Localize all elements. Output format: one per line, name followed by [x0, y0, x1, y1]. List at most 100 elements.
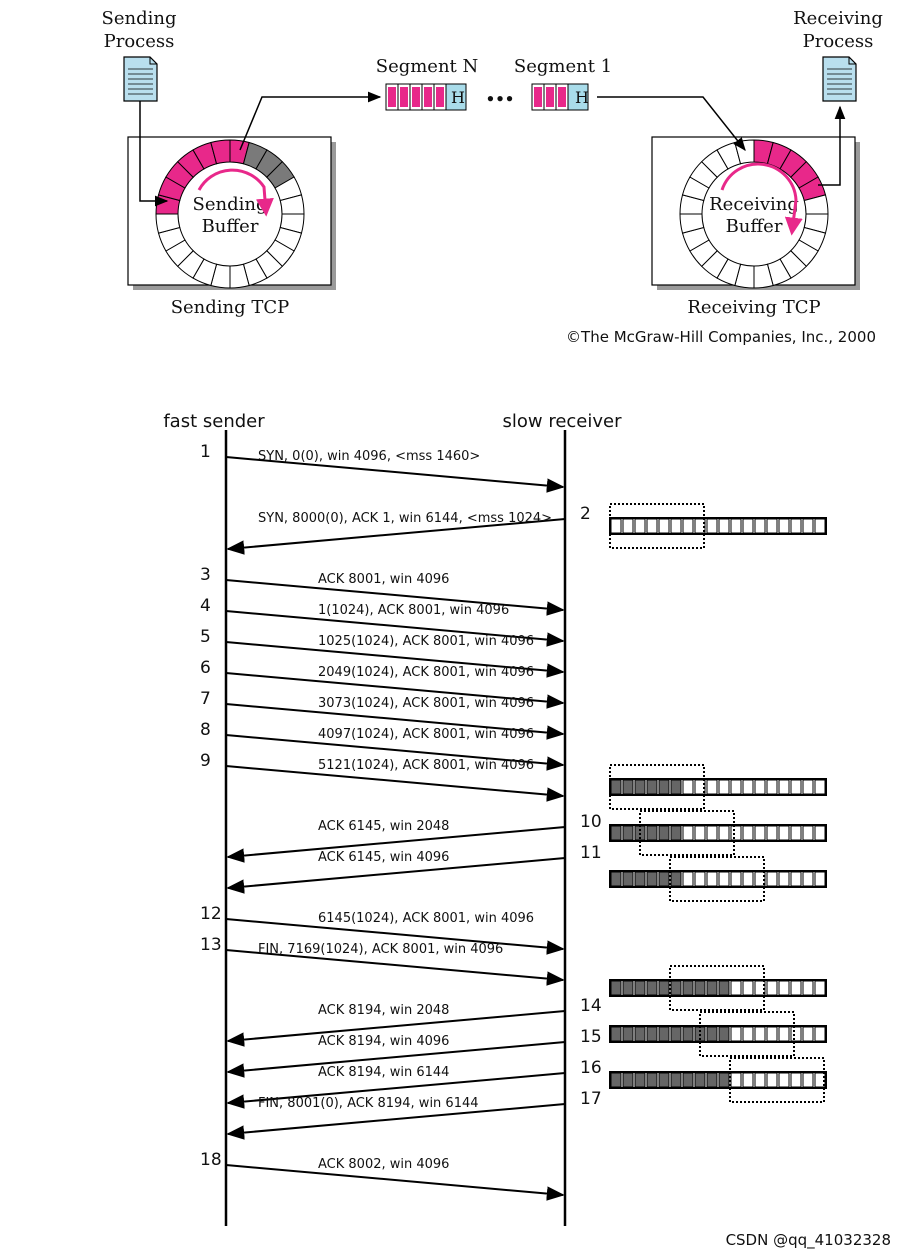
message-number: 14 [580, 996, 602, 1016]
segment-header-cell [567, 83, 589, 111]
buffer-cell [706, 1072, 718, 1088]
buffer-cell [670, 825, 682, 841]
message-arrow [225, 918, 565, 955]
buffer-cell [718, 779, 730, 795]
receiving-tcp-label: Receiving TCP [687, 297, 820, 318]
message-arrow [225, 641, 565, 678]
message-arrow [226, 1041, 566, 1078]
buffer-cell [754, 825, 766, 841]
buffer-cell [658, 518, 670, 534]
buffer-cell [706, 518, 718, 534]
message-number: 12 [200, 904, 222, 924]
buffer-cell [778, 518, 790, 534]
buffer-cell [646, 518, 658, 534]
sending-buffer-ring [155, 139, 305, 289]
buffer-cell [706, 1026, 718, 1042]
message-label: 5121(1024), ACK 8001, win 4096 [318, 758, 534, 773]
buffer-cell [682, 518, 694, 534]
buffer-cell [682, 825, 694, 841]
segment-data-fill [546, 87, 554, 107]
buffer-cell [790, 980, 802, 996]
message-arrow [225, 672, 565, 709]
sending-rotation-arrow-icon [197, 168, 274, 217]
buffer-cell [802, 825, 814, 841]
message-arrow [226, 857, 566, 894]
buffer-cell [622, 779, 634, 795]
sending-buffer-label-line1: Sending [193, 194, 268, 215]
message-label: SYN, 8000(0), ACK 1, win 6144, <mss 1024… [258, 511, 552, 526]
buffer-cell [658, 871, 670, 887]
sender-label: fast sender [163, 411, 265, 432]
receive-window-outline [669, 965, 765, 1011]
receiving-buffer-label-line1: Receiving [709, 194, 799, 215]
buffer-cell [658, 825, 670, 841]
buffer-cell [670, 1072, 682, 1088]
message-arrow [225, 456, 565, 493]
buffer-cell [670, 871, 682, 887]
buffer-cell [754, 1072, 766, 1088]
buffer-cell [778, 825, 790, 841]
buffer-cell [730, 825, 742, 841]
buffer-cell [622, 980, 634, 996]
receiving-document-icon [822, 56, 857, 102]
buffer-cell [790, 871, 802, 887]
message-11: 11 ACK 6145, win 4096 [226, 843, 602, 894]
buffer-cell [766, 871, 778, 887]
receive-buffer-to-process-arrow [818, 105, 846, 186]
receive-window-outline [699, 1011, 795, 1057]
buffer-cell [706, 825, 718, 841]
buffer-cell [646, 871, 658, 887]
message-number: 10 [580, 812, 602, 832]
buffer-cell [742, 980, 754, 996]
message-number: 9 [200, 751, 211, 771]
buffer-cell [742, 825, 754, 841]
buffer-state-after-15 [609, 1011, 827, 1057]
buffer-cell [694, 871, 706, 887]
buffer-cell [802, 518, 814, 534]
buffer-cell [706, 980, 718, 996]
sending-tcp-label: Sending TCP [171, 297, 290, 318]
buffer-cell [610, 1072, 622, 1088]
buffer-cell [778, 779, 790, 795]
segment-n-header-letter: H [451, 88, 465, 107]
buffer-cell [802, 980, 814, 996]
buffer-cell [634, 1026, 646, 1042]
buffer-cell [646, 1026, 658, 1042]
message-number: 11 [580, 843, 602, 863]
buffer-cell [790, 1072, 802, 1088]
buffer-cell [646, 825, 658, 841]
message-number: 13 [200, 935, 222, 955]
message-arrow [225, 703, 565, 740]
segment-data-fill [412, 87, 420, 107]
buffer-cell [778, 871, 790, 887]
buffer-cell [718, 1072, 730, 1088]
message-label: ACK 6145, win 4096 [318, 850, 449, 865]
buffer-cell [610, 871, 622, 887]
buffer-cell [730, 1026, 742, 1042]
receive-window-outline [669, 856, 765, 902]
buffer-slot [210, 139, 231, 165]
segment-to-receive-buffer-arrow [597, 96, 746, 152]
message-number: 8 [200, 720, 211, 740]
message-number: 18 [200, 1150, 222, 1170]
process-to-send-buffer-arrow [139, 101, 169, 207]
top-diagram: Sending Process Receiving Process [102, 8, 883, 346]
message-label: 2049(1024), ACK 8001, win 4096 [318, 665, 534, 680]
sending-process-label-line2: Process [104, 31, 175, 52]
buffer-cell [622, 825, 634, 841]
buffer-cell [658, 779, 670, 795]
buffer-cell [634, 518, 646, 534]
message-arrow [226, 1103, 566, 1140]
message-arrow [226, 518, 566, 555]
send-buffer-to-segment-arrow [239, 91, 382, 151]
buffer-cell [802, 1026, 814, 1042]
segment-data-fill [534, 87, 542, 107]
buffer-cell [766, 1026, 778, 1042]
message-number: 16 [580, 1058, 602, 1078]
